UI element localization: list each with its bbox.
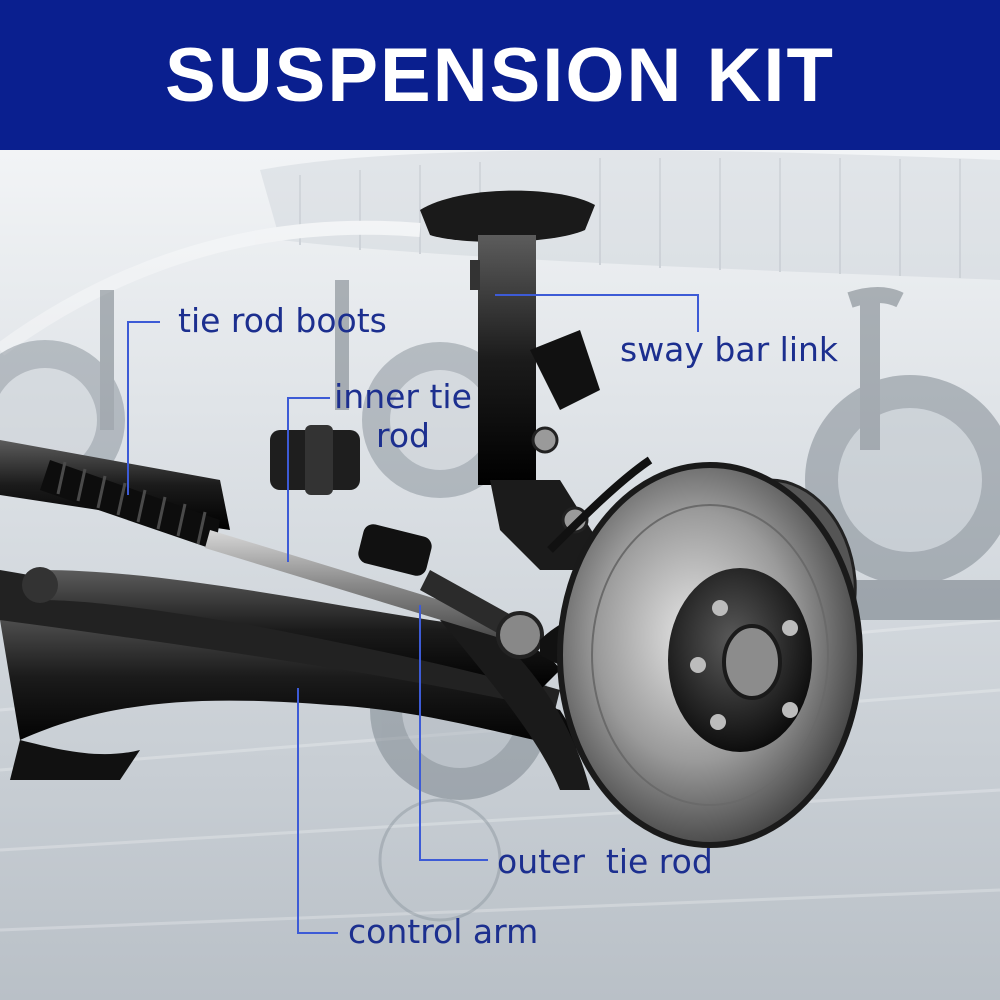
control-arm-bushing <box>22 567 58 603</box>
label-tie-rod-boots: tie rod boots <box>178 301 387 340</box>
label-control-arm: control arm <box>348 912 539 951</box>
label-sway-bar-link: sway bar link <box>620 330 839 369</box>
leader-line-tie-rod-boots <box>127 321 160 495</box>
background-building <box>0 150 1000 356</box>
strut-assembly <box>420 190 610 570</box>
subframe-mount <box>10 740 140 780</box>
control-arm-rear <box>440 620 590 790</box>
sway-bar-link-part <box>547 456 653 553</box>
leader-line-control-arm <box>297 688 338 934</box>
tie-rod-boot <box>40 460 220 550</box>
label-inner-tie-rod-line2: rod <box>376 416 430 455</box>
tie-rod-sleeve <box>358 524 432 576</box>
leader-line-sway-bar-link <box>495 294 699 332</box>
tie-rod-ball-joint <box>496 611 544 659</box>
rack-pinion <box>305 425 333 495</box>
label-inner-tie-rod: inner tie rod <box>328 380 478 452</box>
title-banner: SUSPENSION KIT <box>0 0 1000 150</box>
label-outer-tie-rod: outer tie rod <box>497 842 713 881</box>
leader-line-inner-tie-rod <box>287 397 330 562</box>
banner-title: SUSPENSION KIT <box>165 32 835 118</box>
leader-lines <box>127 294 699 934</box>
suspension-photo <box>0 150 1000 1000</box>
label-inner-tie-rod-line1: inner tie <box>334 377 472 416</box>
brake-disc <box>557 462 863 848</box>
leader-line-outer-tie-rod <box>419 605 488 861</box>
inner-tie-rod-part <box>205 530 505 638</box>
outer-tie-rod-part <box>420 570 520 640</box>
control-arm-part <box>40 570 560 690</box>
